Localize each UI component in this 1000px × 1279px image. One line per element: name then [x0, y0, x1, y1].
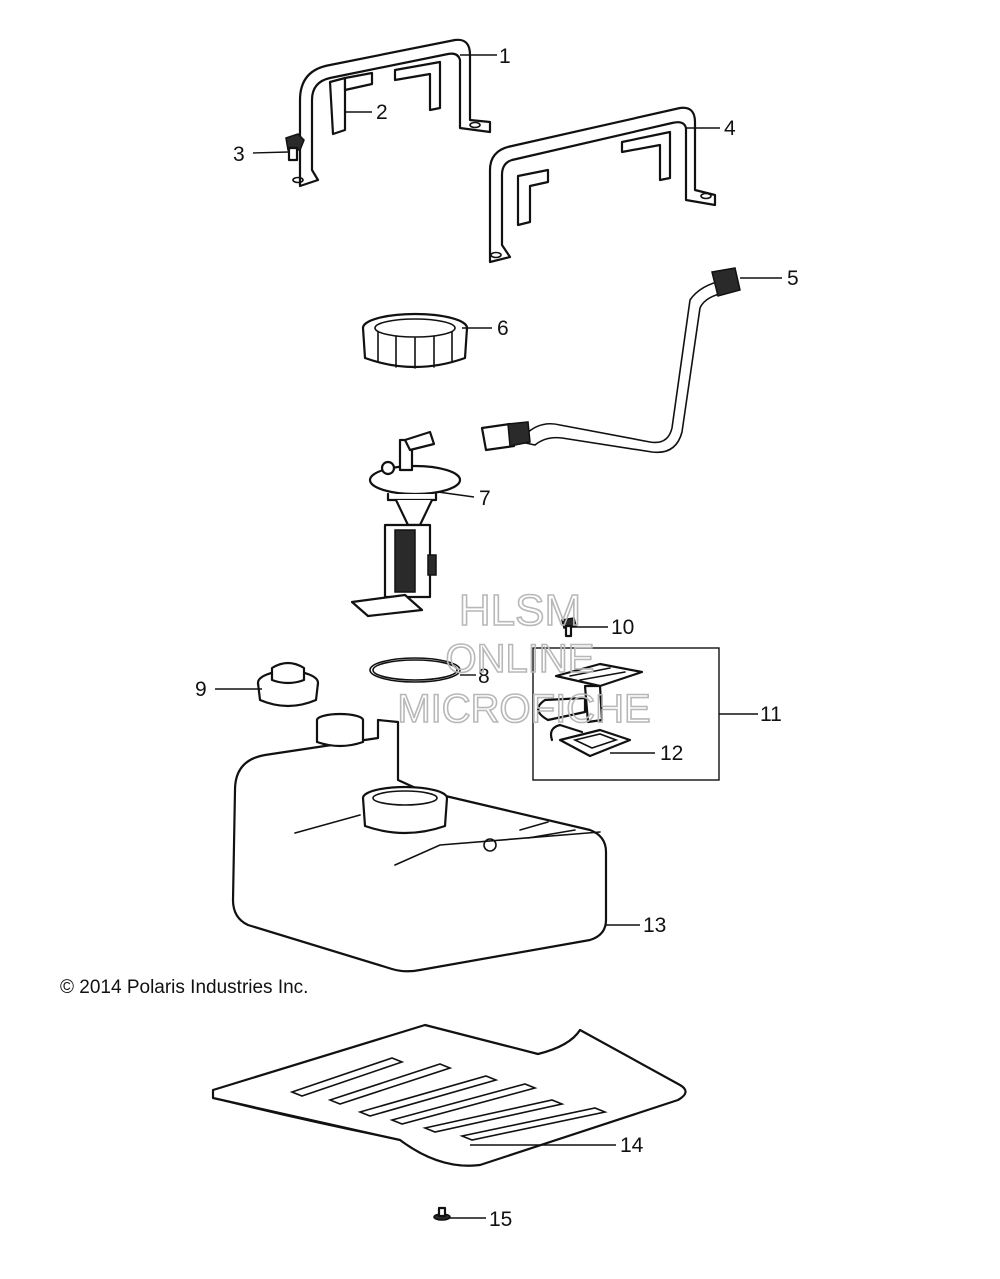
part-12-gasket [549, 723, 632, 758]
part-7-fuel-pump [350, 430, 462, 618]
callout-12: 12 [660, 742, 683, 765]
part-11-sender-assembly [532, 647, 720, 781]
leader-lines [215, 54, 782, 1219]
callout-6: 6 [497, 317, 509, 340]
copyright-notice: © 2014 Polaris Industries Inc. [60, 977, 308, 998]
part-5-fuel-line [480, 267, 741, 454]
watermark: HLSM ONLINE MICROFICHE [397, 585, 652, 732]
callout-4: 4 [724, 117, 736, 140]
part-4-large-bracket [488, 106, 717, 264]
callout-5: 5 [787, 267, 799, 290]
callout-14: 14 [620, 1134, 644, 1157]
part-10-screw [561, 617, 577, 638]
callout-9: 9 [195, 678, 207, 701]
callout-8: 8 [478, 665, 490, 688]
part-15-screw [433, 1206, 451, 1221]
callout-10: 10 [611, 616, 634, 639]
callout-7: 7 [479, 487, 491, 510]
watermark-line-1: HLSM [459, 586, 581, 635]
part-14-skid-plate [211, 1023, 687, 1167]
part-8-o-ring [369, 657, 461, 683]
part-13-fuel-tank [231, 712, 608, 973]
skid-plate-slots [289, 1057, 608, 1141]
watermark-line-3: MICROFICHE [397, 687, 650, 731]
watermark-line-2: ONLINE [446, 637, 595, 681]
callout-2: 2 [376, 101, 388, 124]
part-3-bolt [285, 133, 305, 162]
part-9-fuel-cap [256, 661, 320, 708]
part-1-small-bracket [292, 38, 492, 188]
part-6-lock-ring [361, 312, 469, 369]
callout-3: 3 [233, 143, 245, 166]
callout-13: 13 [643, 914, 666, 937]
callout-11: 11 [760, 703, 782, 726]
callout-numbers: 1 2 3 4 5 6 7 8 9 10 11 12 13 14 15 [195, 45, 799, 1231]
callout-15: 15 [489, 1208, 512, 1231]
callout-1: 1 [499, 45, 511, 68]
